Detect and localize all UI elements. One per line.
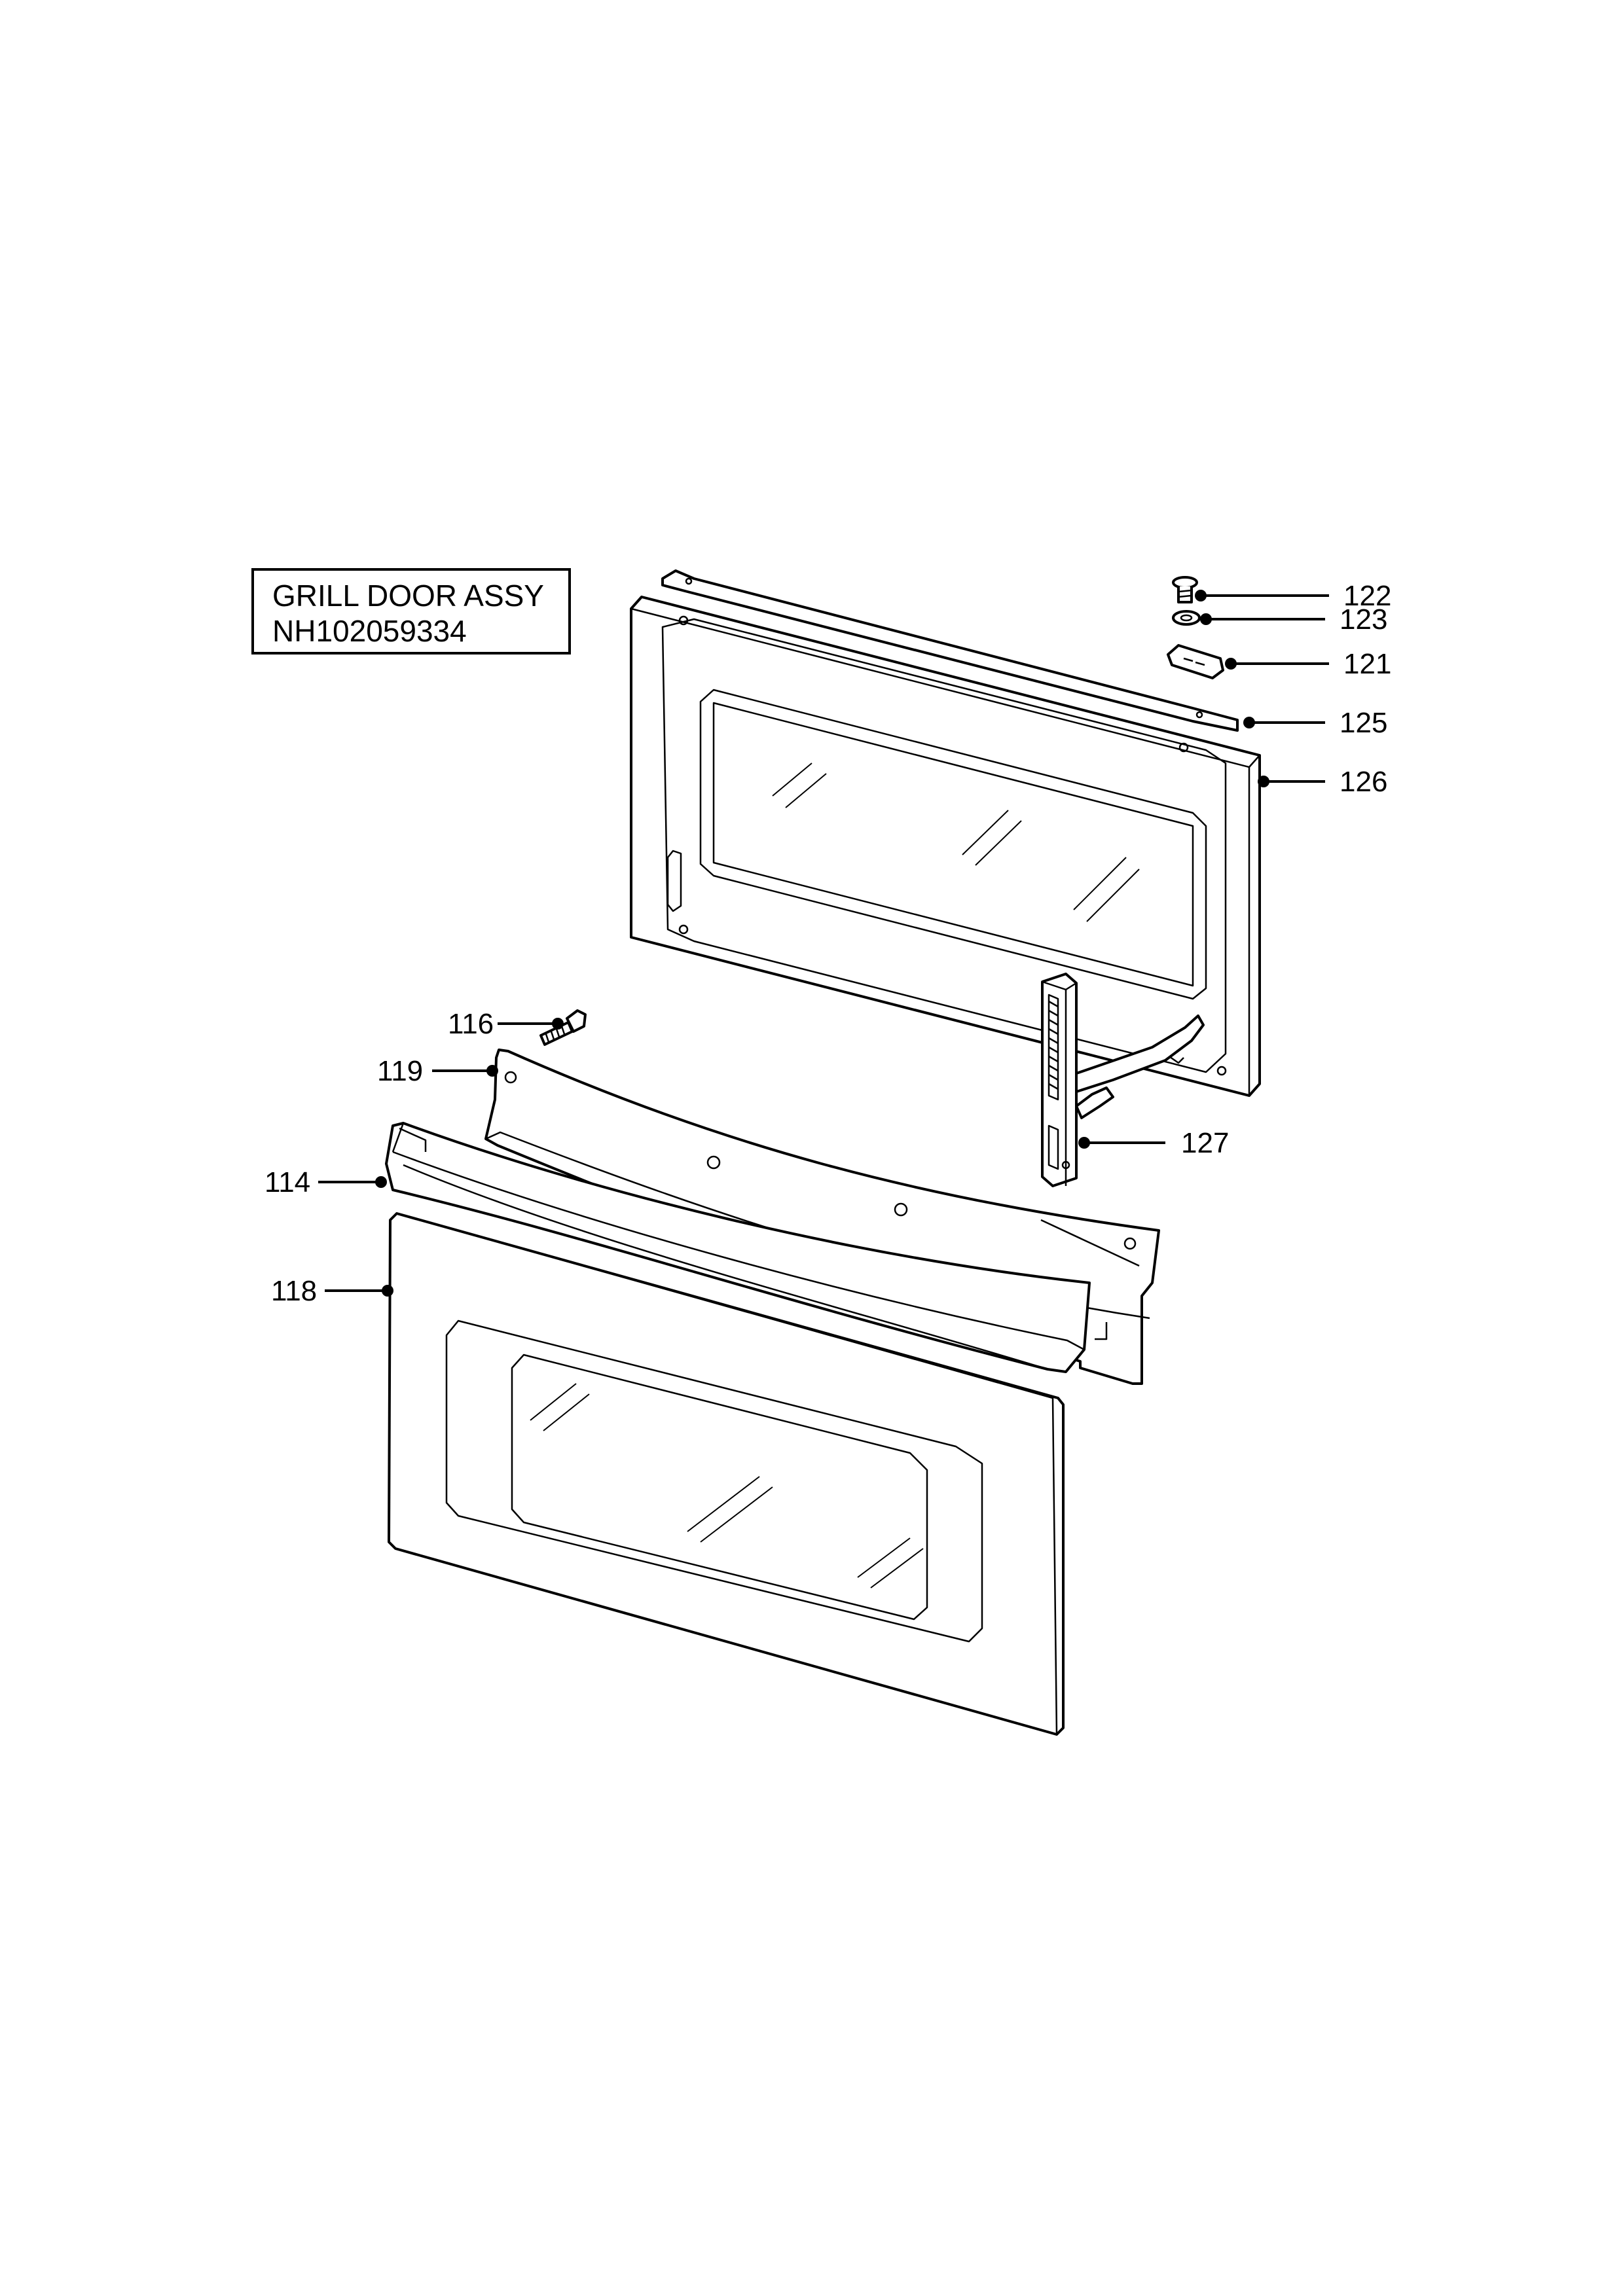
callout-label-126: 126 [1340,766,1387,798]
part-121-clip [1167,644,1224,679]
callout-119: 119 [377,1055,498,1087]
callout-123: 123 [1200,603,1387,636]
title-block: GRILL DOOR ASSY NH102059334 [251,568,571,655]
callout-125: 125 [1243,707,1387,739]
callout-label-125: 125 [1340,707,1387,739]
part-125-top-strip [661,569,1239,732]
part-118-outer-door-glass [388,1212,1065,1736]
callout-label-118: 118 [271,1275,317,1307]
callout-label-119: 119 [377,1055,423,1087]
callout-114: 114 [264,1166,387,1198]
part-126-inner-door-frame [630,596,1261,1097]
assembly-title: GRILL DOOR ASSY [272,579,544,613]
callout-label-122: 122 [1343,580,1391,612]
callout-126: 126 [1258,766,1387,798]
assembly-part-number: NH102059334 [272,614,467,648]
part-116-bolt [539,1009,587,1046]
part-122-screw [1172,576,1198,603]
callout-label-123: 123 [1340,603,1387,636]
part-114-handle [385,1122,1091,1373]
callout-127: 127 [1078,1127,1229,1159]
part-127-hinge [1041,973,1205,1187]
callout-label-114: 114 [264,1166,310,1198]
callout-118: 118 [271,1275,393,1307]
callout-label-116: 116 [448,1008,494,1040]
callout-122: 122 [1195,580,1391,612]
callout-label-121: 121 [1343,648,1391,680]
callout-121: 121 [1225,648,1391,680]
callout-116: 116 [448,1008,564,1040]
callout-label-127: 127 [1181,1127,1229,1159]
part-123-washer [1172,610,1201,626]
